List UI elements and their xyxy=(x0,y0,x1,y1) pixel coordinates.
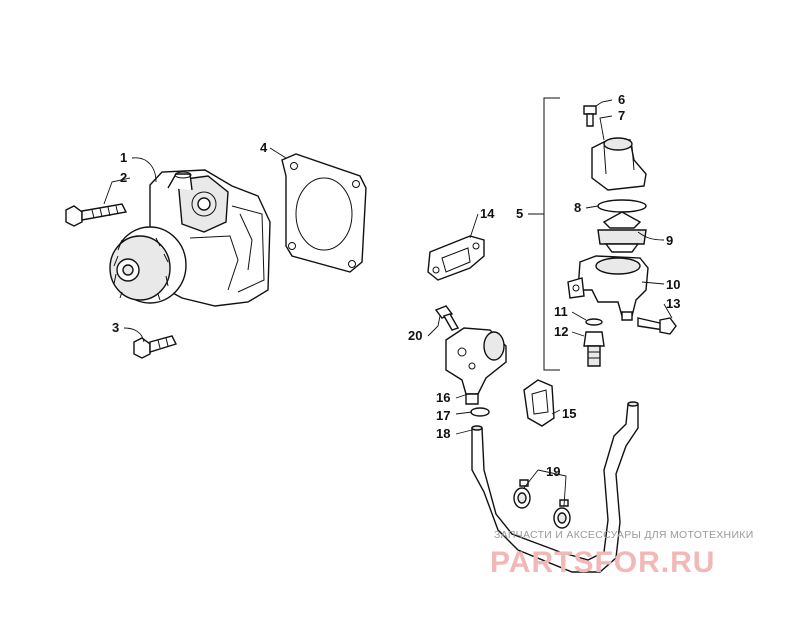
gasket-15 xyxy=(523,379,555,427)
callout-10: 10 xyxy=(666,277,680,292)
leader-lines xyxy=(103,99,673,507)
temperature-sensor-12 xyxy=(583,331,605,367)
callout-16: 16 xyxy=(436,390,450,405)
callout-18: 18 xyxy=(436,426,450,441)
gasket-4 xyxy=(281,153,367,273)
watermark-brand: PARTSFOR.RU xyxy=(490,546,715,579)
callout-6: 6 xyxy=(618,92,625,107)
gasket-14 xyxy=(427,235,485,281)
callout-3: 3 xyxy=(112,320,119,335)
callout-14: 14 xyxy=(480,206,495,221)
bolt-2 xyxy=(65,203,128,227)
watermark-subtitle: ЗАПЧАСТИ И АКСЕССУАРЫ ДЛЯ МОТОТЕХНИКИ xyxy=(494,529,754,541)
thermostat-cover-7 xyxy=(591,137,647,191)
screw-6 xyxy=(583,105,597,127)
callout-7: 7 xyxy=(618,108,625,123)
callout-8: 8 xyxy=(574,200,581,215)
callout-9: 9 xyxy=(666,233,673,248)
callout-11: 11 xyxy=(554,304,568,319)
callout-2: 2 xyxy=(120,170,127,185)
callout-4: 4 xyxy=(260,140,268,155)
bolt-13 xyxy=(637,317,677,335)
callout-15: 15 xyxy=(562,406,576,421)
clamp-17 xyxy=(470,407,490,417)
callout-17: 17 xyxy=(436,408,450,423)
thermostat-9 xyxy=(597,211,647,253)
callout-1: 1 xyxy=(120,150,127,165)
coolant-outlet-16 xyxy=(445,327,507,405)
thermostat-housing-10 xyxy=(567,255,649,321)
callout-13: 13 xyxy=(666,296,680,311)
screw-20 xyxy=(434,305,460,331)
assembly-bracket-5 xyxy=(528,97,560,371)
watermark: ЗАПЧАСТИ И АКСЕССУАРЫ ДЛЯ МОТОТЕХНИКИ PA… xyxy=(490,529,754,579)
callout-19: 19 xyxy=(546,464,560,479)
water-pump xyxy=(109,169,271,307)
hose-clamps-19 xyxy=(513,479,571,529)
o-ring-11 xyxy=(585,318,603,326)
callout-12: 12 xyxy=(554,324,568,339)
callout-20: 20 xyxy=(408,328,422,343)
bolt-3 xyxy=(133,335,177,359)
callout-5: 5 xyxy=(516,206,523,221)
o-ring-8 xyxy=(597,199,647,213)
callout-labels: 1 2 3 4 5 6 7 8 9 10 11 12 13 14 15 16 1… xyxy=(112,92,680,479)
